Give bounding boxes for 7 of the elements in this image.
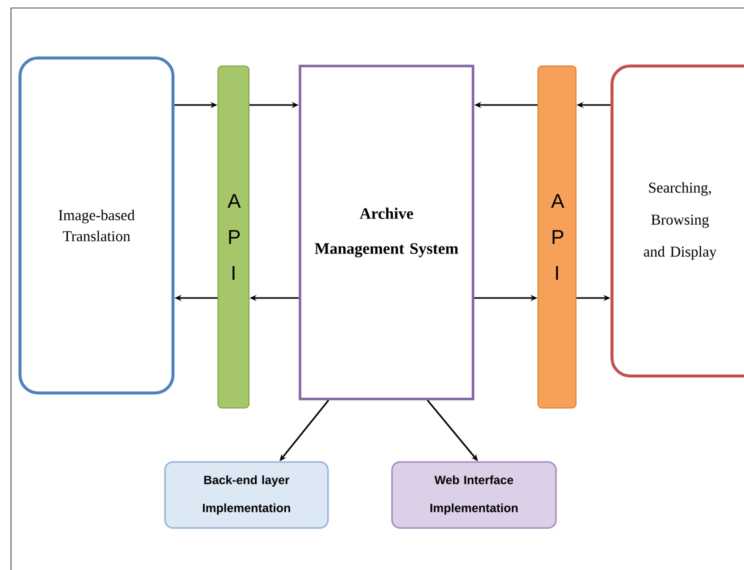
api-bar: A P I (218, 66, 250, 408)
api-bar: A P I (538, 66, 576, 408)
component-box: Image-based Translation (18, 56, 174, 394)
implementation-box: Web Interface Implementation (391, 461, 557, 529)
component-box: Searching, Browsing and Display (610, 64, 744, 378)
implementation-box: Back-end layer Implementation (164, 461, 329, 529)
system-box: Archive Management System (298, 64, 474, 400)
